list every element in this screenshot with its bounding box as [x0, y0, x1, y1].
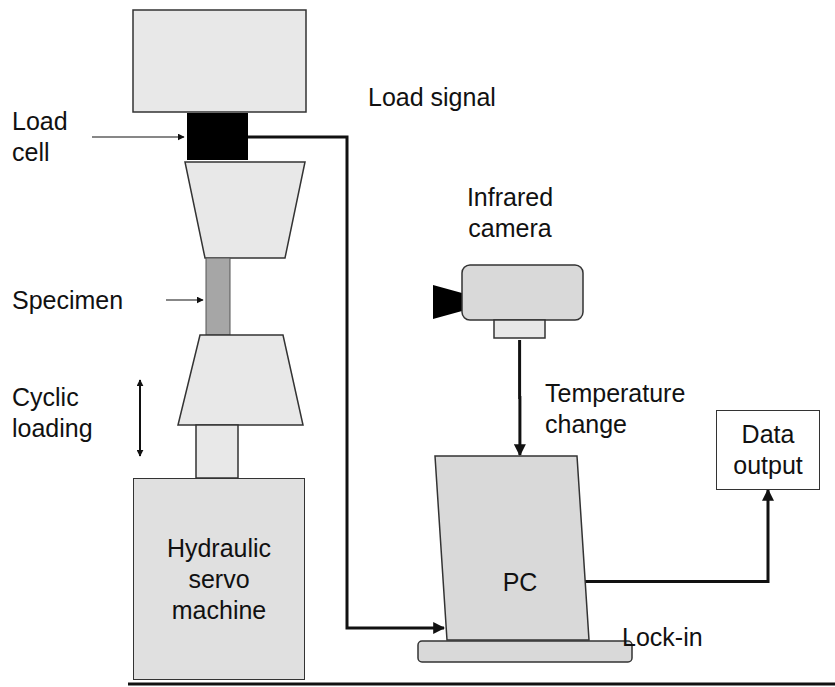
edge-label: Temperature change [545, 378, 715, 440]
part-label: Cyclic loading [12, 382, 132, 444]
laptop-screen [433, 455, 591, 641]
machine-box: Hydraulic servo machine [133, 478, 305, 680]
leader-arrow [92, 136, 184, 137]
part-label: Specimen [12, 285, 162, 316]
actuator-rod [196, 425, 238, 478]
signal-connector [584, 490, 768, 581]
upper-grip [185, 162, 305, 258]
signal-connector [518, 340, 521, 455]
node-text: Data output [725, 419, 811, 481]
pc-screen: PC [433, 455, 591, 641]
output-box: Data output [716, 410, 820, 490]
specimen-bar [206, 258, 230, 335]
leader-arrow [166, 299, 203, 300]
crosshead [133, 10, 306, 112]
node-text: Hydraulic servo machine [142, 533, 296, 626]
node-text: Infrared camera [430, 182, 590, 244]
ground-line [128, 683, 835, 686]
lower-grip [178, 335, 303, 425]
node-text: PC [441, 567, 599, 598]
cyclic-arrow [139, 380, 141, 456]
laptop-base [418, 641, 632, 662]
part-label: Load signal [368, 82, 538, 113]
part-label: Load cell [12, 106, 92, 168]
load-cell [187, 113, 248, 160]
edge-label: Lock-in [622, 622, 732, 653]
camera-node: Infrared camera [430, 182, 590, 340]
